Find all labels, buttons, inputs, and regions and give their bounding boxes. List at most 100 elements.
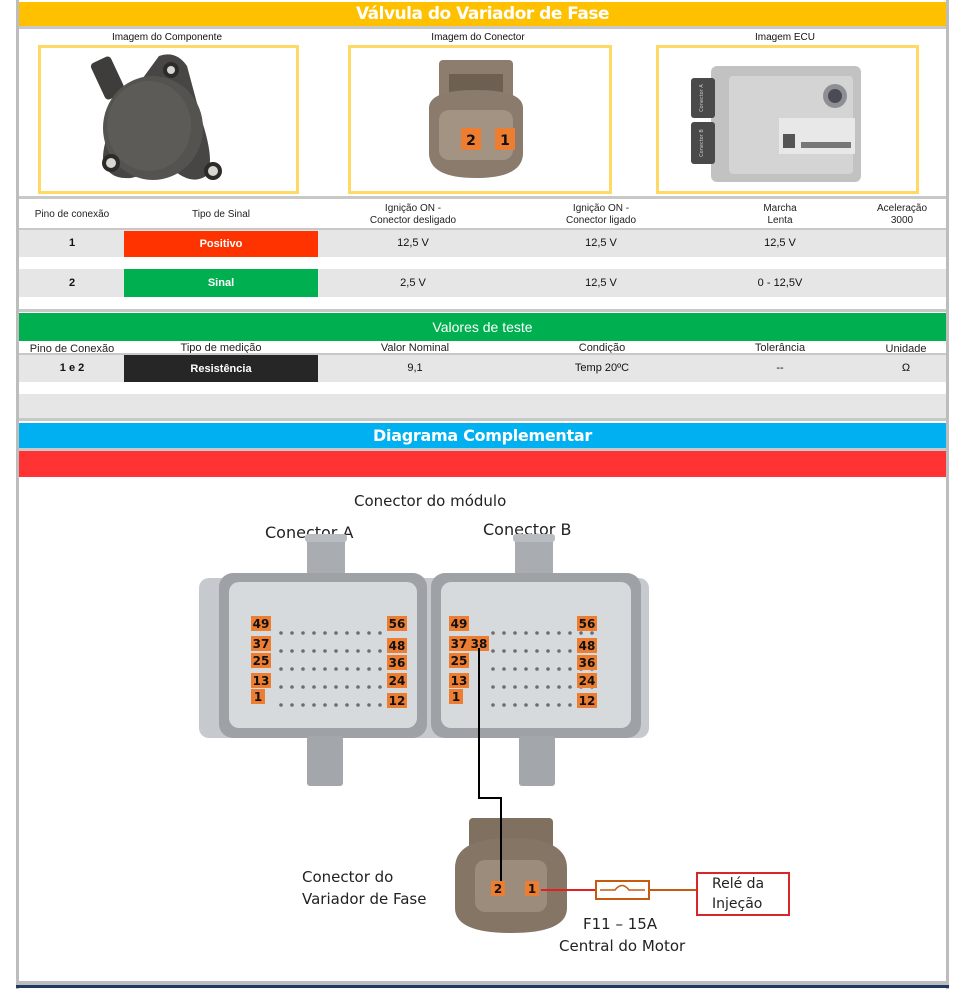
terminal-pin — [312, 631, 316, 635]
table-row — [19, 394, 946, 418]
col-header-pin: Pino de conexão — [34, 209, 110, 220]
component-pin-badge — [491, 881, 505, 896]
terminal-pin — [513, 649, 517, 653]
phase-valve-connector — [455, 818, 567, 933]
pin-number-label: 1 — [452, 690, 460, 704]
col-header-nominal: Valor Nominal — [380, 342, 450, 354]
terminal-pin — [524, 667, 528, 671]
terminal-pin — [356, 649, 360, 653]
phase-valve-illustration — [90, 54, 222, 180]
terminal-pin — [502, 703, 506, 707]
label-line: Variador de Fase — [302, 890, 427, 908]
wiring-diagram: Conector do módulo Conector A Conector B… — [19, 478, 946, 981]
label-line: Conector do — [302, 868, 394, 886]
terminal-pin — [323, 703, 327, 707]
label-line: Injeção — [712, 896, 763, 912]
ign-off-cell: 12,5 V — [397, 237, 429, 249]
terminal-pin — [290, 631, 294, 635]
connector-b-pin-badge — [449, 653, 469, 668]
connector-b-pin-badge — [449, 689, 463, 704]
terminal-pin — [568, 649, 572, 653]
terminal-pin — [491, 685, 495, 689]
terminal-pin — [491, 703, 495, 707]
pin-cell: 2 — [68, 277, 76, 289]
terminal-pin — [535, 667, 539, 671]
ecu-connector-b-label: Conector B — [699, 129, 705, 157]
pin-number-label: 37 — [253, 637, 270, 651]
terminal-pin — [279, 667, 283, 671]
terminal-pin — [546, 631, 550, 635]
pin-number-label: 25 — [451, 654, 468, 668]
header-line: 3000 — [890, 215, 914, 226]
pin-number-label: 1 — [254, 690, 262, 704]
pin-number-label: 38 — [471, 637, 488, 651]
terminal-pin — [356, 703, 360, 707]
terminal-pin — [323, 685, 327, 689]
signal-type-badge: Positivo — [124, 231, 318, 257]
label-line: Relé da — [712, 876, 765, 892]
terminal-pin — [524, 631, 528, 635]
col-header-idle: Marcha Lenta — [730, 203, 830, 227]
col-header-unit: Unidade — [885, 343, 927, 355]
component-connector-label: Conector do Variador de Fase — [302, 866, 426, 910]
pin-number-label: 37 — [451, 637, 468, 651]
connector-b-highlight-pin-badge — [469, 636, 489, 651]
signal-type-badge: Sinal — [124, 269, 318, 297]
connector-a-pin-badge — [387, 638, 407, 653]
terminal-pin — [579, 631, 583, 635]
terminal-pin — [334, 685, 338, 689]
terminal-pin — [513, 703, 517, 707]
terminal-pin — [345, 631, 349, 635]
connector-b-pin-badge — [449, 673, 469, 688]
red-band — [19, 451, 946, 477]
terminal-pin — [290, 667, 294, 671]
header-line: Ignição ON - — [384, 203, 442, 214]
terminal-pin — [323, 649, 327, 653]
terminal-pin — [345, 685, 349, 689]
terminal-pin — [546, 703, 550, 707]
terminal-pin — [535, 631, 539, 635]
col-header-pin: Pino de Conexão — [29, 343, 115, 355]
nominal-cell: 9,1 — [407, 362, 423, 374]
terminal-pin — [535, 703, 539, 707]
terminal-pin — [367, 667, 371, 671]
terminal-pin — [279, 685, 283, 689]
fuse-location-label: Central do Motor — [559, 937, 686, 955]
pin-number-label: 1 — [528, 882, 536, 896]
measure-type-badge: Resistência — [124, 355, 318, 382]
terminal-pin — [557, 703, 561, 707]
col-header-ign-off: Ignição ON - Conector desligado — [328, 203, 498, 227]
terminal-pin — [367, 649, 371, 653]
pin-number-label: 2 — [494, 882, 502, 896]
header-line: Lenta — [767, 215, 793, 226]
terminal-pin — [323, 631, 327, 635]
connector-image: 2 1 — [348, 45, 612, 194]
terminal-pin — [568, 631, 572, 635]
pin-number-label: 49 — [451, 617, 468, 631]
connector-b-pin-badge — [449, 636, 469, 651]
connector-b-pin-badge — [449, 616, 469, 631]
pin-number-label: 56 — [389, 617, 406, 631]
divider — [19, 26, 946, 29]
connector-a-pin-badge — [387, 616, 407, 631]
terminal-pin — [568, 685, 572, 689]
component-image-label: Imagem do Componente — [111, 32, 223, 43]
terminal-pin — [546, 685, 550, 689]
terminal-pin — [334, 649, 338, 653]
divider — [19, 309, 946, 312]
module-connector-title: Conector do módulo — [354, 492, 507, 510]
connector-pin-1 — [495, 128, 515, 150]
terminal-pin — [502, 667, 506, 671]
terminal-pin — [557, 649, 561, 653]
terminal-pin — [502, 631, 506, 635]
connector-b-pin-badge — [577, 616, 597, 631]
terminal-pin — [356, 685, 360, 689]
ecu-connector-a-label: Conector A — [699, 84, 705, 112]
idle-cell: 12,5 V — [764, 237, 796, 249]
connector-pin-label: 1 — [500, 133, 510, 149]
fuse-icon — [595, 880, 650, 900]
terminal-pin — [312, 685, 316, 689]
header-line: Aceleração — [876, 203, 928, 214]
connector-image-label: Imagem do Conector — [431, 32, 525, 43]
terminal-pin — [301, 649, 305, 653]
